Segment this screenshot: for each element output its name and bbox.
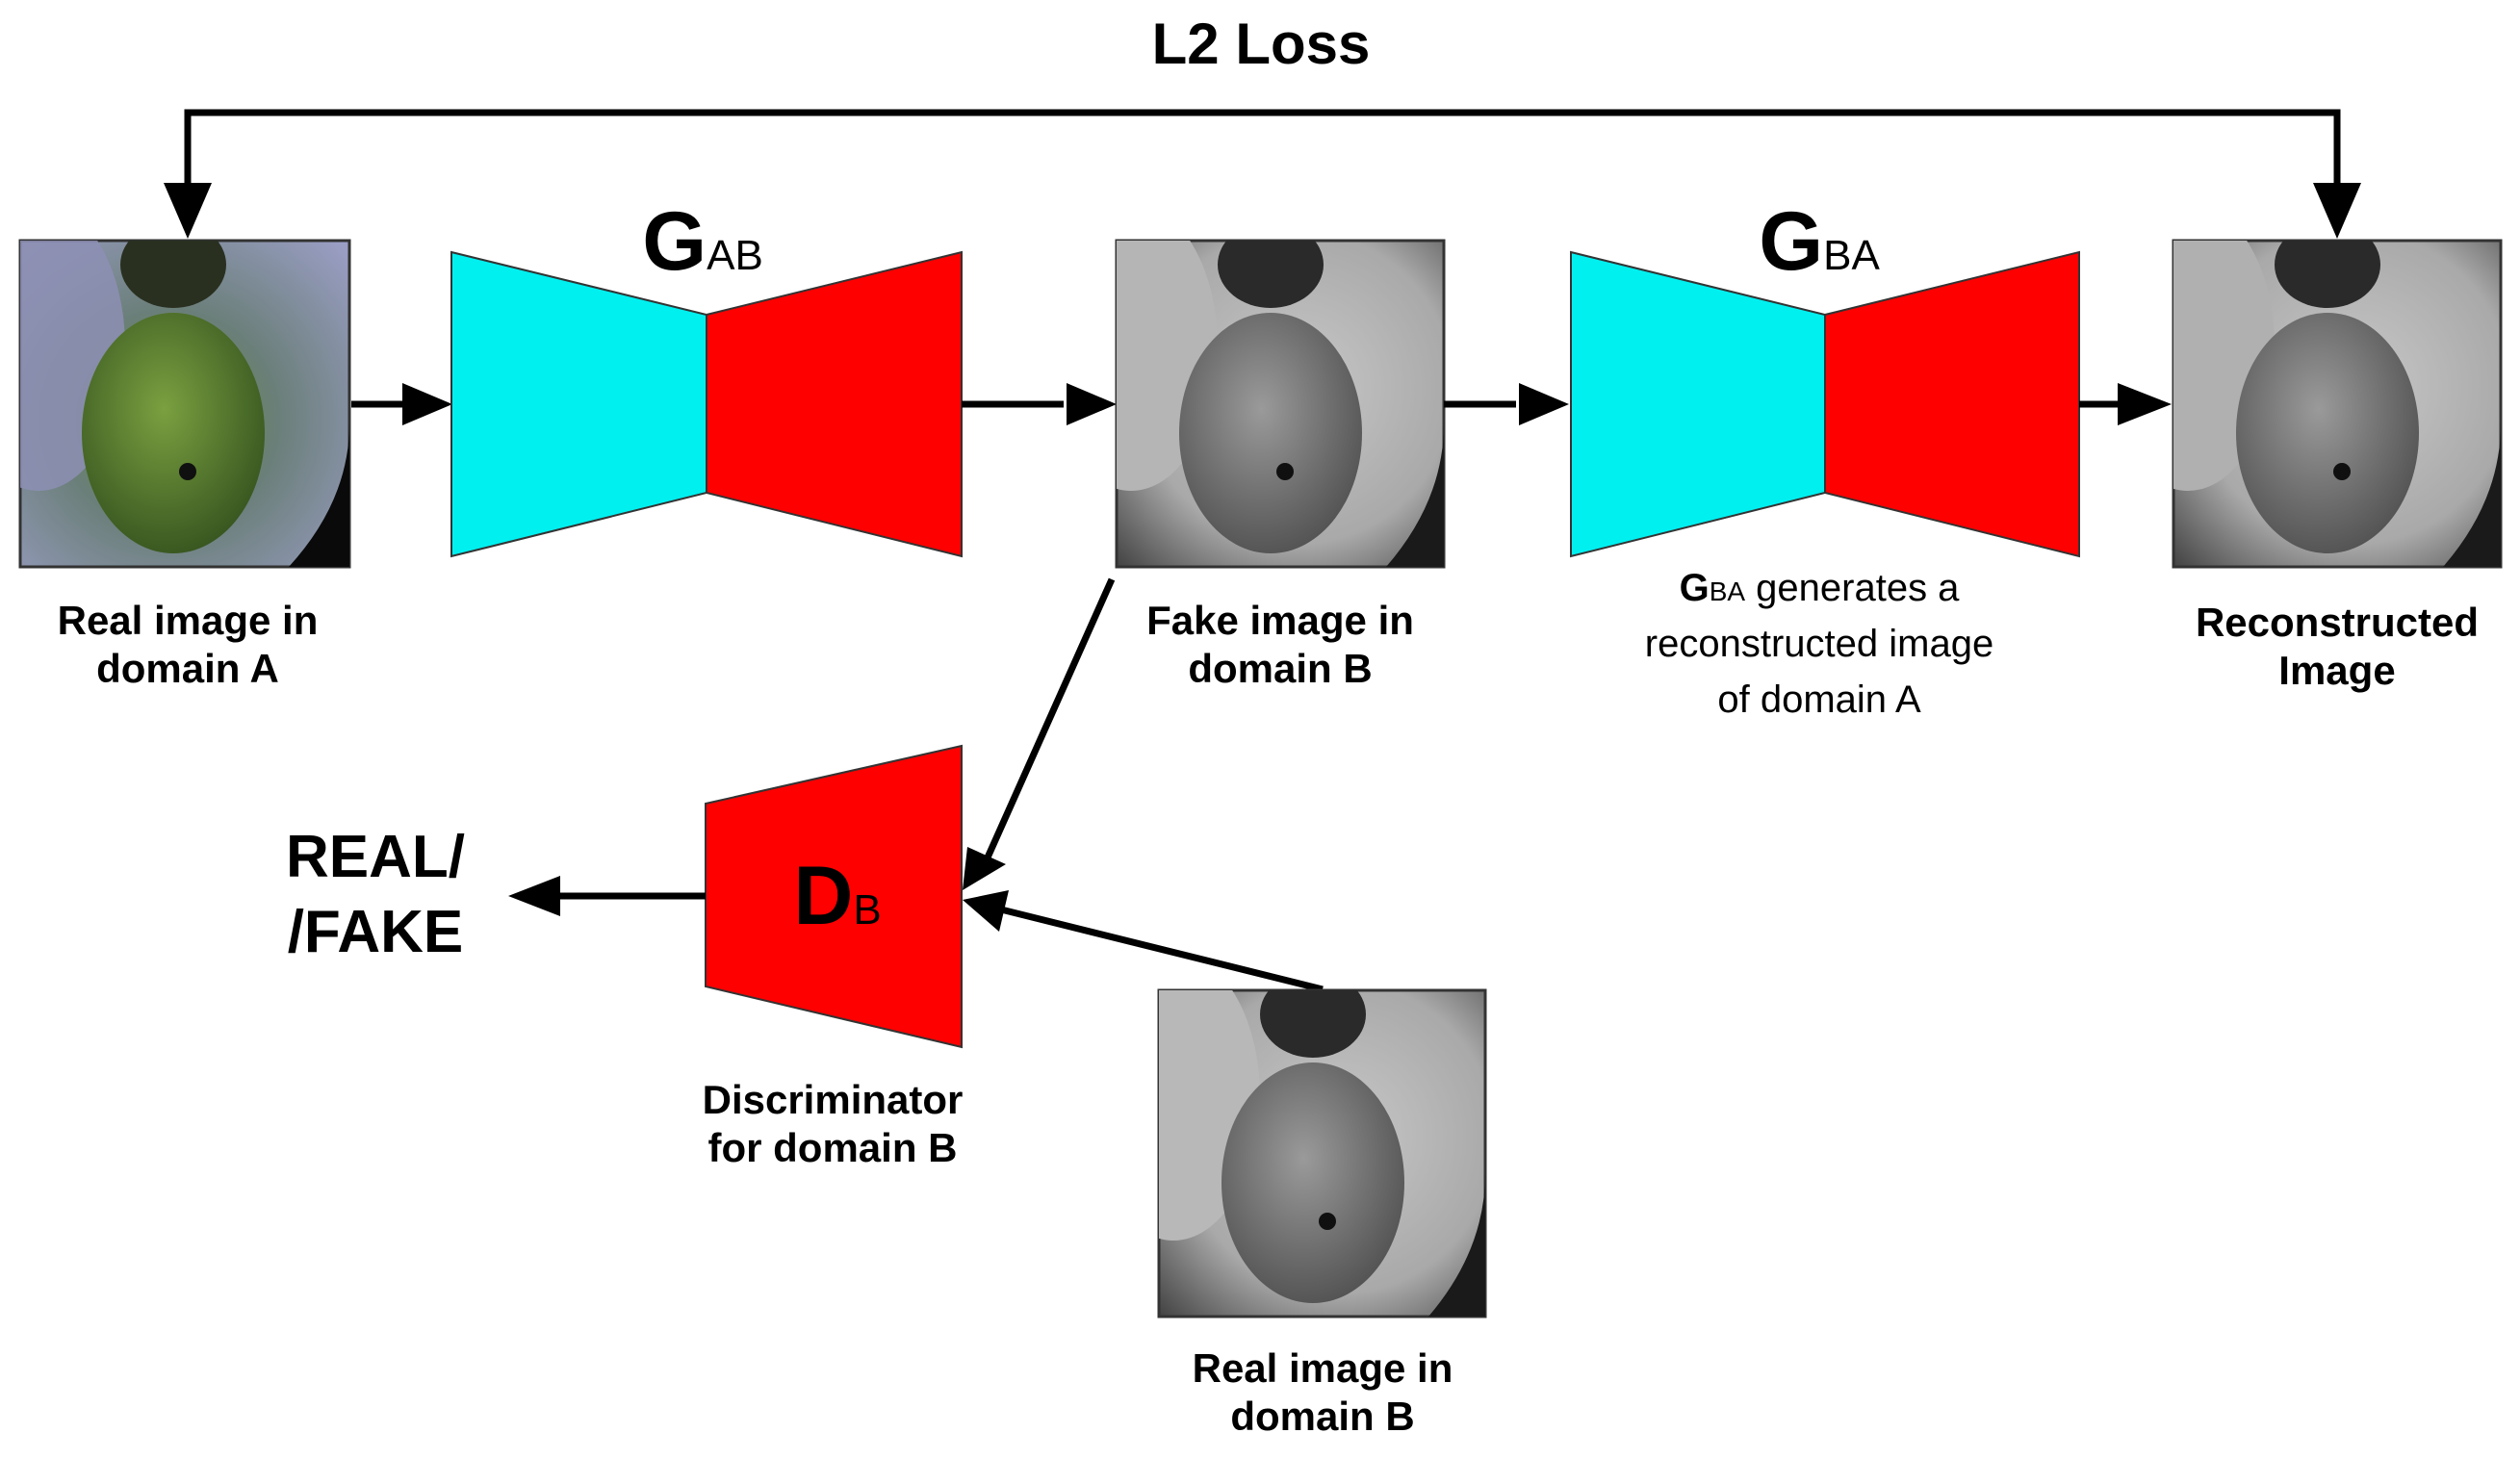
db-label: DB: [793, 850, 882, 942]
arrow-real-b-to-discriminator: [1000, 906, 1324, 993]
l2-loss-connector: [164, 109, 2361, 239]
arrowhead-to-real-a: [164, 183, 212, 239]
gba-encoder: [1570, 250, 1826, 558]
gab-label: GAB: [642, 195, 763, 288]
fake-b-caption: Fake image in domain B: [1146, 598, 1414, 692]
discriminator-caption: Discriminator for domain B: [702, 1077, 964, 1171]
reconstructed-caption: Reconstructed Image: [2195, 600, 2480, 694]
arrow-fake-b-to-discriminator: [980, 577, 1116, 868]
l2-loss-title: L2 Loss: [1151, 12, 1371, 76]
gba-decoder: [1824, 250, 2080, 558]
arrowhead-to-reconstructed: [2313, 183, 2361, 239]
real-b-caption: Real image in domain B: [1192, 1345, 1453, 1440]
fake-image-domain-b: [1115, 239, 1446, 569]
real-a-caption: Real image in domain A: [57, 598, 319, 692]
real-image-domain-a: [18, 239, 351, 569]
generator-gba: [1570, 250, 2080, 558]
gba-description: GBA generates a reconstructed image of d…: [1644, 567, 1994, 721]
discriminator-db: [705, 744, 963, 1049]
gab-decoder: [706, 250, 963, 558]
real-fake-output: REAL/ /FAKE: [286, 824, 465, 965]
generator-gab: [450, 250, 963, 558]
gab-encoder: [450, 250, 707, 558]
real-image-domain-b: [1157, 988, 1487, 1318]
reconstructed-image: [2172, 239, 2503, 569]
gba-label: GBA: [1759, 195, 1880, 288]
